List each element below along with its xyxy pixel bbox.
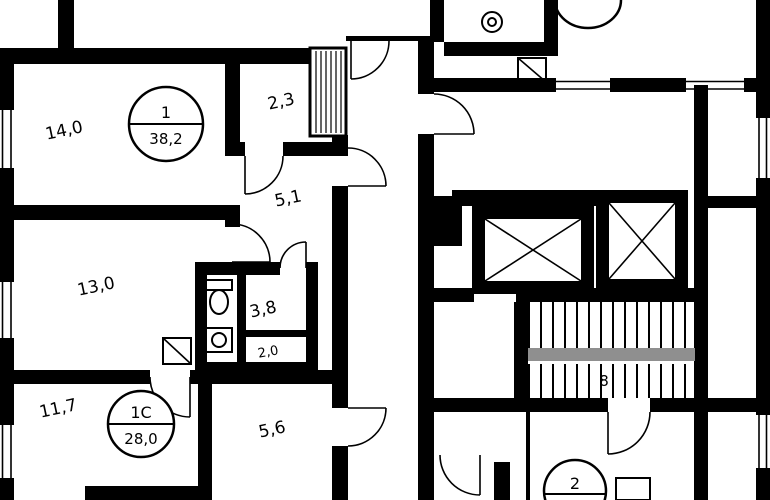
window bbox=[758, 118, 768, 178]
door-arc bbox=[433, 93, 475, 135]
window bbox=[556, 80, 610, 90]
apartment-badge-partial bbox=[553, 0, 623, 30]
apartment-area: 28,0 bbox=[124, 430, 157, 448]
stair-flight-lower bbox=[528, 364, 695, 398]
apartment-number: 1С bbox=[130, 403, 151, 422]
sink-fixture bbox=[205, 327, 233, 353]
vent-shaft bbox=[308, 46, 348, 138]
stair-flight-upper bbox=[528, 302, 695, 348]
apartment-number: 2 bbox=[570, 474, 580, 493]
apartment-badge-2: 2 bbox=[542, 458, 608, 500]
elevator-shaft-1 bbox=[472, 206, 594, 294]
door-arc bbox=[439, 454, 481, 496]
stair-label: 8 bbox=[599, 372, 609, 390]
window bbox=[1, 425, 12, 478]
doors bbox=[149, 40, 651, 496]
valve-box bbox=[517, 57, 547, 83]
windows bbox=[1, 80, 768, 478]
stair-landing bbox=[528, 348, 695, 361]
window bbox=[1, 110, 12, 168]
utility-box bbox=[162, 337, 192, 365]
room-area-label: 2,0 bbox=[257, 343, 280, 361]
bottom-fixture bbox=[615, 477, 651, 500]
door-arc bbox=[244, 155, 284, 195]
door-arc bbox=[231, 223, 271, 263]
apartment-area: 38,2 bbox=[149, 130, 182, 148]
door-arc bbox=[279, 241, 307, 269]
staircase: 8 bbox=[528, 302, 695, 398]
apartment-badges: 1 38,2 1С 28,0 2 bbox=[106, 0, 623, 500]
door-arc bbox=[607, 411, 651, 455]
door-arc bbox=[347, 407, 387, 447]
apartment-badge-1: 1 38,2 bbox=[127, 85, 205, 163]
window bbox=[686, 80, 744, 90]
elevator-shaft-2 bbox=[596, 190, 688, 292]
toilet-fixture bbox=[205, 279, 233, 315]
window bbox=[1, 282, 12, 338]
door-arc bbox=[350, 40, 390, 80]
window bbox=[758, 415, 768, 468]
door-arc bbox=[347, 147, 387, 187]
apartment-number: 1 bbox=[161, 103, 171, 122]
basin-fixture bbox=[481, 11, 503, 33]
fixtures bbox=[162, 11, 651, 500]
apartment-badge-1s: 1С 28,0 bbox=[106, 389, 176, 459]
